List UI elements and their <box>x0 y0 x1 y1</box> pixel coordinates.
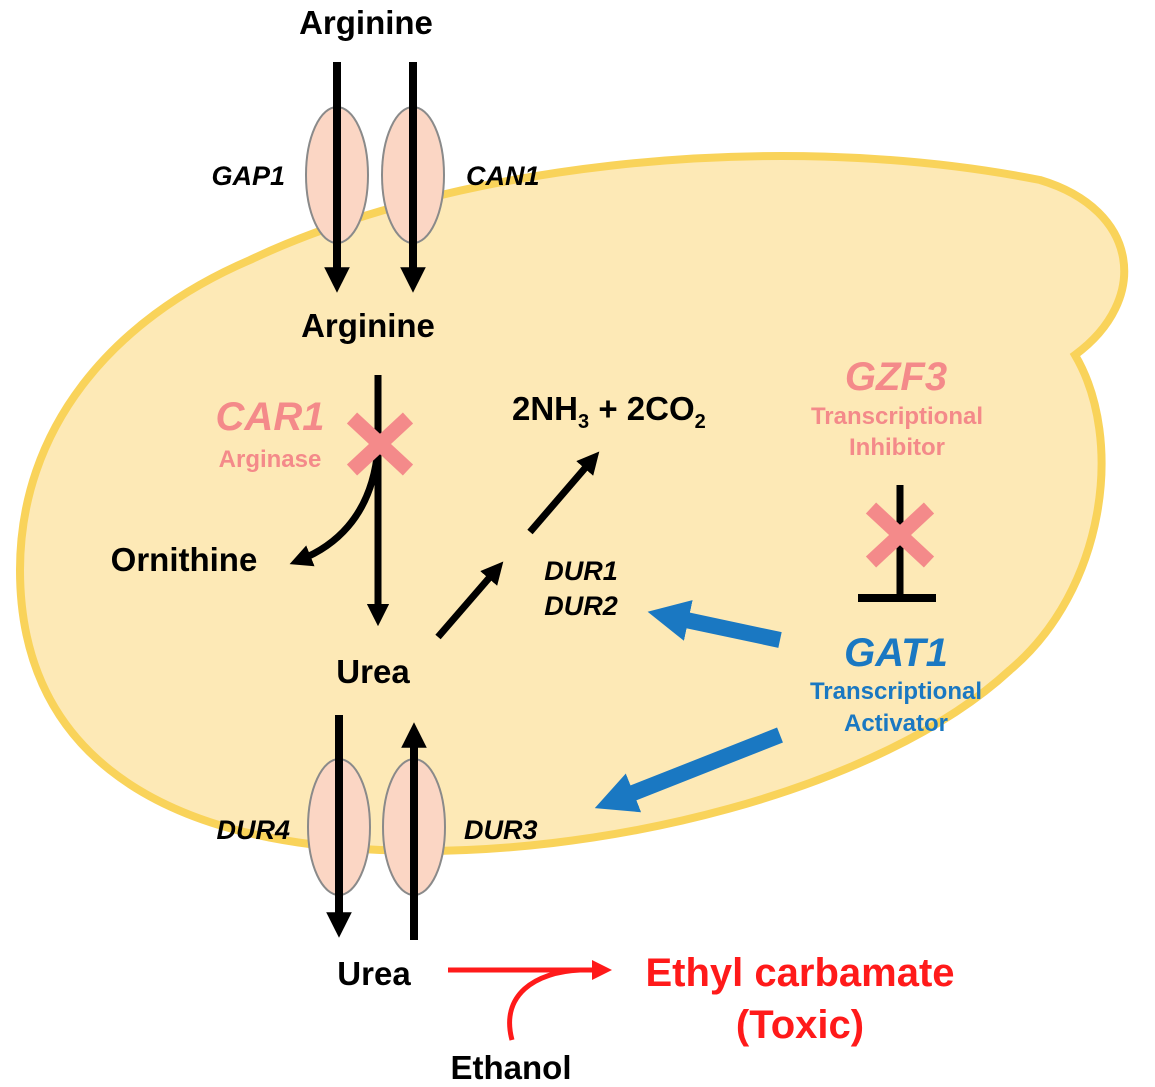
toxic-label: (Toxic) <box>736 1003 864 1047</box>
gzf3-role-line2: Inhibitor <box>849 434 945 461</box>
gzf3-knockout-mark <box>865 502 935 568</box>
gat1-to-dur3-arrow <box>594 727 783 813</box>
urea-inside-label: Urea <box>336 653 410 690</box>
ornithine-label: Ornithine <box>111 541 258 578</box>
ornithine-arrow <box>289 447 382 567</box>
gat1-role-line2: Activator <box>844 710 948 737</box>
products-part1: 2NH <box>512 390 578 427</box>
dur3-label: DUR3 <box>464 815 538 845</box>
dur-to-products-arrow <box>527 451 600 535</box>
dur2-label: DUR2 <box>544 591 618 621</box>
gzf3-label: GZF3 <box>845 355 947 399</box>
arginine-outside-label: Arginine <box>299 4 433 41</box>
dur4-label: DUR4 <box>216 815 290 845</box>
gzf3-role-line1: Transcriptional <box>811 403 983 430</box>
can1-label: CAN1 <box>466 161 540 191</box>
gat1-role-line1: Transcriptional <box>810 678 982 705</box>
ethyl-carbamate-label: Ethyl carbamate <box>645 951 954 995</box>
car1-role-label: Arginase <box>219 446 322 473</box>
car1-knockout-mark <box>346 412 414 476</box>
ethanol-label: Ethanol <box>451 1049 572 1086</box>
products-sub2: 2 <box>695 411 706 433</box>
products-part2: + 2CO <box>589 390 694 427</box>
gap1-label: GAP1 <box>211 161 285 191</box>
gat1-label: GAT1 <box>844 631 948 675</box>
ethanol-curve <box>507 967 581 1041</box>
arginine-inside-label: Arginine <box>301 307 435 344</box>
car1-label: CAR1 <box>216 395 325 439</box>
products-label: 2NH3 + 2CO2 <box>512 390 706 433</box>
products-sub1: 3 <box>578 411 589 433</box>
dur1-label: DUR1 <box>544 556 618 586</box>
urea-to-dur-arrow <box>435 561 504 640</box>
gat1-to-dur1-arrow <box>647 600 782 648</box>
yeast-cell <box>15 152 1129 855</box>
urea-outside-label: Urea <box>337 955 411 992</box>
